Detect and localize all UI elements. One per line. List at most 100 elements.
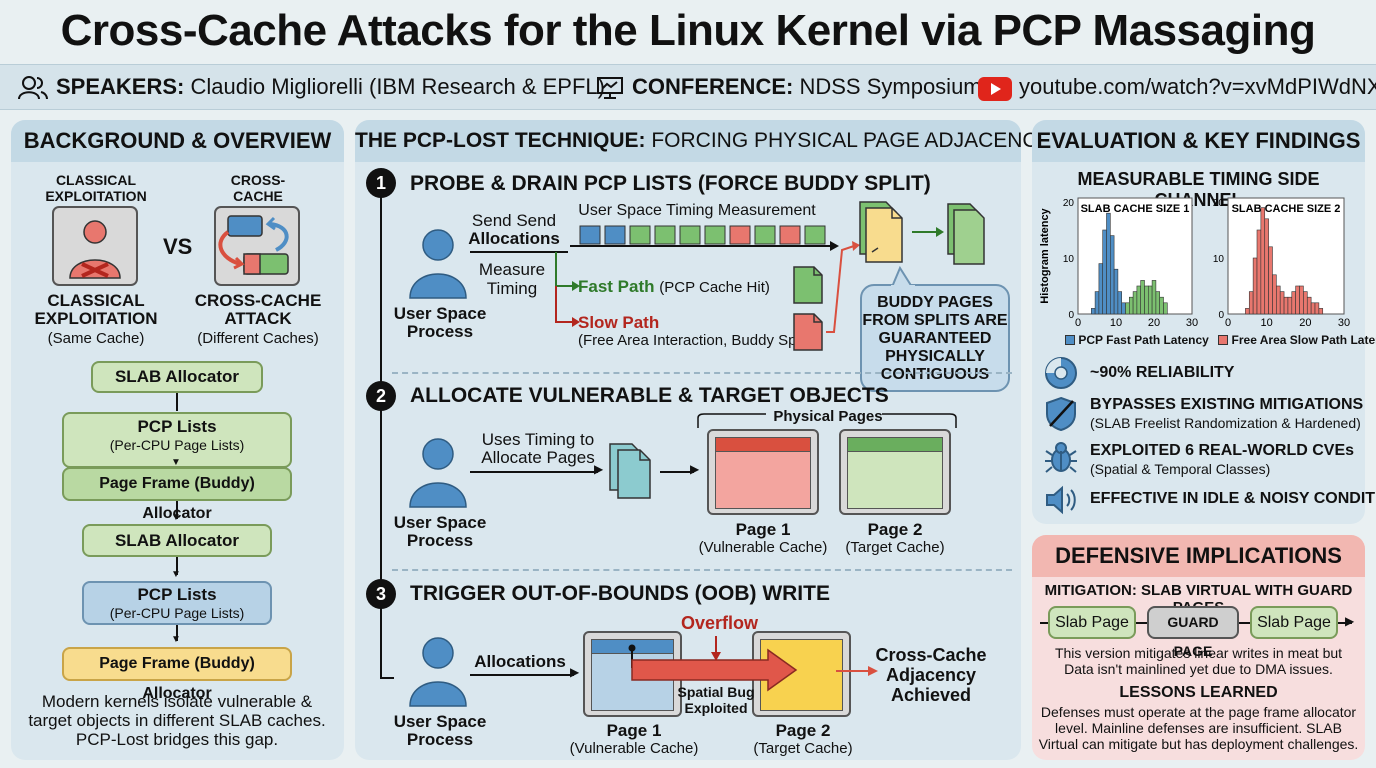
stack2-buddy: Page Frame (Buddy) Allocator [62, 647, 292, 702]
technique-heading-bold: THE PCP-LOST TECHNIQUE: [355, 129, 646, 152]
conference-info: CONFERENCE: NDSS Symposium [632, 74, 982, 100]
step2-page1-sub: (Vulnerable Cache) [698, 539, 828, 556]
finding-bypass-sub: (SLAB Freelist Randomization & Hardened) [1090, 415, 1361, 431]
mitigation-note: This version mitigates linear writes in … [1054, 645, 1343, 677]
histogram-bar [1106, 212, 1111, 315]
step1-process-label: User Space Process [393, 304, 487, 341]
stack2-pcp: PCP Lists (Per-CPU Page Lists) [82, 581, 272, 625]
step3-page1-label: Page 1 [606, 721, 662, 740]
slow-page-icon [793, 313, 823, 351]
arrow [176, 557, 178, 575]
adjacency-result: Cross-Cache Adjacency Achieved [875, 645, 987, 705]
y-tick-label: 0 [1218, 310, 1224, 321]
user-process-icon [409, 438, 467, 508]
step-divider [392, 372, 1012, 374]
histogram-bar [1264, 218, 1269, 315]
histogram-bar [1102, 229, 1107, 315]
timing-measurement-label: User Space Timing Measurement [578, 202, 816, 219]
video-link[interactable]: youtube.com/watch?v=xvMdPIWdNXg [1019, 74, 1376, 99]
down-arrow-icon: ▼ [171, 512, 181, 523]
histogram-bar [1094, 291, 1100, 315]
histogram-bar [1113, 268, 1119, 315]
histogram-bar [1306, 296, 1312, 315]
histogram-bar [1268, 246, 1273, 315]
lessons-heading: LESSONS LEARNED [1119, 684, 1278, 701]
physical-pages-label: Physical Pages [773, 408, 883, 425]
chart-title: SLAB CACHE SIZE 1 [1081, 203, 1190, 215]
result-arrow [836, 666, 878, 676]
histogram-bar [1248, 291, 1254, 315]
finding-reliability: ~90% RELIABILITY [1090, 364, 1235, 381]
youtube-icon [978, 77, 1012, 101]
histogram-bar [1159, 296, 1164, 315]
slow-path-label: Slow Path [578, 313, 660, 332]
stack2-pcp-sub: (Per-CPU Page Lists) [109, 605, 245, 621]
histogram-bar [1260, 207, 1266, 315]
fast-path-sub: (PCP Cache Hit) [659, 279, 770, 296]
presentation-icon [597, 77, 623, 99]
cross-sub: (Different Caches) [197, 330, 319, 347]
stack1-pcp-sub: (Per-CPU Page Lists) [109, 437, 245, 453]
slab-page-1: Slab Page [1048, 606, 1136, 639]
down-arrow-icon: ▼ [171, 457, 181, 468]
conference-value: NDSS Symposium [799, 74, 982, 99]
histogram-bar [1295, 285, 1300, 315]
histogram-bar [1318, 308, 1324, 315]
down-arrow-icon: ▼ [171, 634, 181, 645]
arrow [470, 471, 598, 473]
step3-number: 3 [366, 579, 396, 609]
conference-label: CONFERENCE: [632, 74, 794, 99]
step2-page2-sub: (Target Cache) [845, 539, 945, 556]
step2-page1-label: Page 1 [735, 520, 791, 539]
speakers-label: SPEAKERS: [56, 74, 185, 99]
branch-arrows [555, 252, 580, 327]
chart-frame [1227, 197, 1345, 315]
background-heading: BACKGROUND & OVERVIEW [11, 120, 344, 162]
page-title: Cross-Cache Attacks for the Linux Kernel… [60, 6, 1316, 55]
user-process-icon [409, 637, 467, 707]
histogram-bar [1245, 308, 1250, 315]
speakers-info: SPEAKERS: Claudio Migliorelli (IBM Resea… [56, 74, 605, 100]
slow-path-sub: (Free Area Interaction, Buddy Split) [578, 332, 813, 349]
histogram-bar [1125, 302, 1130, 315]
speakers-value: Claudio Migliorelli (IBM Research & EPFL… [190, 74, 605, 99]
histogram-bar [1299, 285, 1304, 315]
stack1-slab: SLAB Allocator [91, 361, 263, 393]
guard-page: GUARD PAGE [1147, 606, 1239, 659]
spatial-bug-label: Spatial Bug Exploited [677, 684, 755, 716]
overflow-arrow [628, 644, 798, 692]
vs-label: VS [163, 234, 193, 259]
histogram-bar [1110, 235, 1115, 315]
right-arrow-icon: ▶ [690, 462, 700, 476]
y-tick-label: 20 [1063, 198, 1075, 209]
histogram-bar [1314, 302, 1320, 315]
histogram-bar [1287, 296, 1293, 315]
arrow [176, 625, 178, 641]
arrow [176, 393, 178, 411]
x-tick-label: 20 [1299, 317, 1311, 329]
page1-box [707, 429, 819, 515]
arrow [660, 471, 694, 473]
technique-heading: THE PCP-LOST TECHNIQUE: FORCING PHYSICAL… [355, 120, 1052, 162]
finding-cves-sub: (Spatial & Temporal Classes) [1090, 461, 1271, 477]
stack2-pcp-label: PCP Lists [137, 585, 217, 604]
y-tick-label: 10 [1063, 254, 1075, 265]
overflow-label: Overflow [681, 613, 759, 633]
histogram-bar [1136, 285, 1142, 315]
histogram-bar [1310, 302, 1316, 315]
histogram-bar [1276, 285, 1281, 315]
histogram-bar [1148, 285, 1153, 315]
histogram-bar [1283, 296, 1289, 315]
background-summary: Modern kernels isolate vulnerable & targ… [28, 692, 326, 749]
step3-page2-sub: (Target Cache) [753, 740, 853, 757]
step3-page2-label: Page 2 [775, 721, 831, 740]
down-arrow-icon: ▼ [171, 569, 181, 580]
technique-heading-rest: FORCING PHYSICAL PAGE ADJACENCY [645, 129, 1052, 152]
classical-label: CLASSICAL EXPLOITATION [34, 291, 158, 328]
chart-title: SLAB CACHE SIZE 2 [1232, 203, 1341, 215]
histogram-bar [1140, 280, 1145, 315]
step-divider [392, 569, 1012, 571]
right-arrow-icon: ▶ [570, 665, 580, 679]
split-arrow [826, 241, 860, 333]
